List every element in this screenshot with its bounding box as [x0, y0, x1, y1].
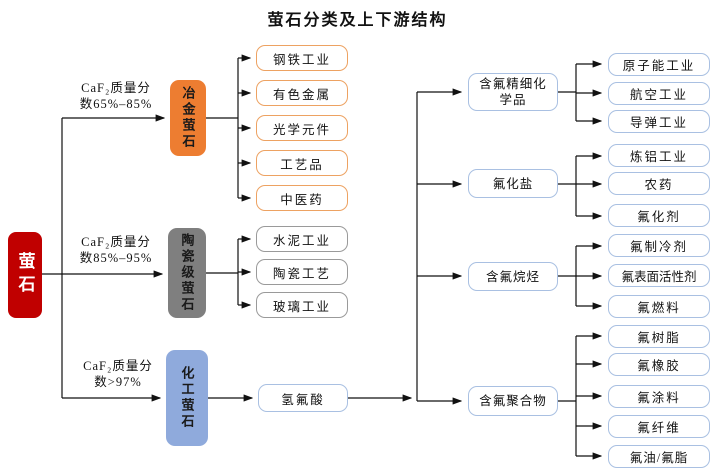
- condition-line: CaF₂质量分: [81, 81, 151, 95]
- leaf-cement-industry: 水泥工业: [256, 226, 348, 252]
- condition-line: CaF₂质量分: [83, 359, 153, 373]
- leaf-fluorine-oils-greases: 氟油/氟脂: [608, 445, 710, 468]
- node-fluoroalkanes: 含氟烷烃: [468, 262, 558, 291]
- leaf-fluorofibers: 氟纤维: [608, 415, 710, 438]
- node-hydrofluoric-acid: 氢氟酸: [258, 384, 348, 412]
- node-fluoride-salts: 氟化盐: [468, 169, 558, 198]
- leaf-ceramic-craft: 陶瓷工艺: [256, 259, 348, 285]
- condition-line: 数>97%: [94, 375, 142, 389]
- leaf-fluorocoatings: 氟涂料: [608, 385, 710, 408]
- node-fluorite-root: 萤石: [8, 232, 42, 318]
- leaf-fluororesins: 氟树脂: [608, 325, 710, 348]
- condition-line: 数65%–85%: [79, 97, 153, 111]
- leaf-pesticides: 农药: [608, 172, 710, 195]
- node-fluorite-root-label: 萤石: [15, 252, 35, 298]
- caf2-condition-ceramic: CaF₂质量分 数85%–95%: [64, 234, 168, 266]
- leaf-missile-industry: 导弹工业: [608, 110, 710, 133]
- condition-line: CaF₂质量分: [81, 235, 151, 249]
- node-metallurgical-fluorite: 冶金萤石: [170, 80, 206, 156]
- leaf-optical-components: 光学元件: [256, 115, 348, 141]
- leaf-fluorinating-agents: 氟化剂: [608, 204, 710, 227]
- leaf-aluminum-smelting-industry: 炼铝工业: [608, 144, 710, 167]
- caf2-condition-metallurgical: CaF₂质量分 数65%–85%: [64, 80, 168, 112]
- leaf-fluororubbers: 氟橡胶: [608, 353, 710, 376]
- caf2-condition-chemical: CaF₂质量分 数>97%: [66, 358, 170, 390]
- node-chemical-fluorite: 化工萤石: [166, 350, 208, 446]
- leaf-fluorine-refrigerants: 氟制冷剂: [608, 234, 710, 257]
- node-fluoropolymers: 含氟聚合物: [468, 386, 558, 416]
- leaf-atomic-energy-industry: 原子能工业: [608, 53, 710, 76]
- leaf-traditional-chinese-medicine: 中医药: [256, 185, 348, 211]
- leaf-aviation-industry: 航空工业: [608, 82, 710, 105]
- condition-line: 数85%–95%: [79, 251, 153, 265]
- leaf-fluorosurfactants: 氟表面活性剂: [608, 264, 710, 287]
- leaf-steel-industry: 钢铁工业: [256, 45, 348, 71]
- node-ceramic-grade-fluorite: 陶瓷级萤石: [168, 228, 206, 318]
- leaf-nonferrous-metals: 有色金属: [256, 80, 348, 106]
- leaf-fluorine-fuels: 氟燃料: [608, 295, 710, 318]
- leaf-glass-industry: 玻璃工业: [256, 292, 348, 318]
- leaf-handicrafts: 工艺品: [256, 150, 348, 176]
- diagram-title: 萤石分类及上下游结构: [267, 12, 448, 29]
- node-fluorine-fine-chemicals: 含氟精细化学品: [468, 73, 558, 111]
